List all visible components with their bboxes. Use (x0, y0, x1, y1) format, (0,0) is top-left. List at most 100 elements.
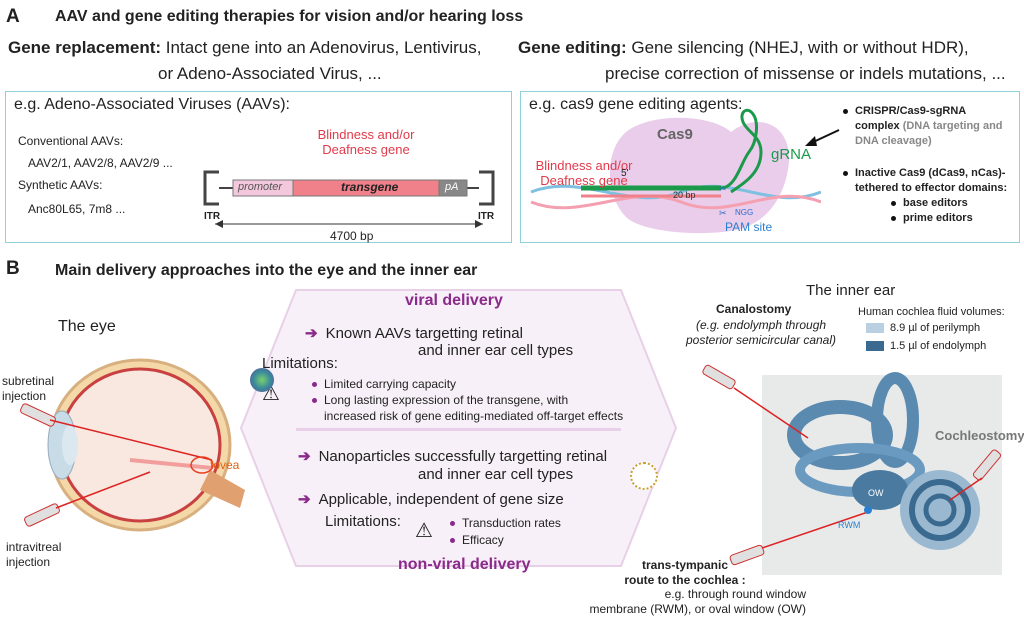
pa-block (438, 179, 468, 197)
viral-lim2: Long lasting expression of the transgene… (312, 392, 623, 408)
itr-right-label: ITR (478, 211, 495, 222)
canalostomy-needle (733, 387, 809, 439)
vestibule-shape (852, 470, 908, 510)
viral-point1b: and inner ear cell types (418, 342, 574, 359)
fluid-volumes-title: Human cochlea fluid volumes: (858, 306, 1005, 318)
cas9-label: Cas9 (657, 126, 693, 143)
trans-tympanic-line2: route to the cochlea : (624, 573, 746, 587)
gene-editing-heading: Gene editing: (518, 38, 627, 57)
viral-lim2a-text: Long lasting expression of the transgene… (324, 393, 569, 407)
canalostomy-sub1: (e.g. endolymph through (695, 318, 827, 332)
prime-editors-text: prime editors (903, 212, 973, 224)
tympanic-syringe-icon (729, 544, 765, 566)
nonviral-point2-text: Applicable, independent of gene size (318, 491, 564, 508)
base-editors-item: base editors (843, 196, 1007, 211)
trans-tympanic-label: trans-tympanic route to the cochlea : (610, 558, 760, 588)
nonviral-warning-icon: ⚠ (415, 520, 433, 542)
aav-disease-gene-line1: Blindness and/or (317, 127, 415, 142)
scissor-bottom-icon: ✂ (719, 208, 727, 218)
cochlea-middle (909, 479, 971, 541)
cochleostomy-needle (949, 477, 983, 501)
viral-limitations-label: Limitations: (262, 355, 338, 372)
cas9-disease-gene-line1: Blindness and/or (535, 158, 633, 173)
viral-lim1-text: Limited carrying capacity (324, 377, 457, 391)
viral-lim2b: increased risk of gene editing-mediated … (324, 409, 624, 423)
cochlea-inner (923, 493, 957, 527)
gene-replacement-line2: or Adeno-Associated Virus, ... (158, 64, 382, 83)
itr-left-shape (203, 170, 219, 206)
aav-box-title: e.g. Adeno-Associated Viruses (AAVs): (14, 96, 290, 113)
gene-editing-line2: precise correction of missense or indels… (605, 64, 1006, 83)
viral-delivery-title: viral delivery (405, 292, 503, 309)
inactive-line1-text: Inactive Cas9 (dCas9, nCas)- (855, 167, 1006, 179)
intravitreal-line1: intravitreal (6, 540, 62, 554)
rwm-label: RWM (838, 520, 861, 530)
conventional-aavs-list: AAV2/1, AAV2/8, AAV2/9 ... (28, 156, 173, 170)
aav-particle-icon (250, 368, 274, 392)
gene-editing-line1: Gene editing: Gene silencing (NHEJ, with… (518, 38, 969, 58)
superior-canal-shape (871, 372, 919, 468)
inner-ear-illustration (702, 364, 1002, 575)
crispr-line2b-text: (DNA targeting and (902, 120, 1003, 132)
scissor-top-icon: ✂ (719, 184, 727, 194)
viral-limitations-list: Limited carrying capacity Long lasting e… (312, 376, 623, 424)
crispr-line2-text: complex (855, 120, 900, 132)
eye-illustration (20, 358, 245, 532)
nonviral-point1-text: Nanoparticles successfully targetting re… (318, 448, 608, 465)
viral-point1-text: Known AAVs targetting retinal (325, 325, 523, 342)
nonviral-point1b: and inner ear cell types (418, 466, 574, 483)
transgene-label: transgene (341, 180, 399, 194)
gene-replacement-line1: Gene replacement: Intact gene into an Ad… (8, 38, 481, 58)
panel-a-title: AAV and gene editing therapies for visio… (55, 8, 524, 25)
nonviral-lim1: Transduction rates (450, 515, 561, 532)
cas9-disease-gene: Blindness and/or Deafness gene (529, 158, 639, 188)
nonviral-lim2-text: Efficacy (462, 533, 504, 547)
cornea-shape (62, 425, 78, 465)
aav-genome-diagram (203, 170, 495, 228)
aav-size-label: 4700 bp (330, 229, 374, 243)
grna-label: gRNA (771, 146, 812, 163)
cas9-diagram: ✂ ✂ (530, 108, 821, 234)
synthetic-aavs-label: Synthetic AAVs: (18, 178, 103, 192)
five-prime-label: 5' (621, 168, 629, 179)
panel-b-letter: B (6, 258, 20, 279)
panel-b-title: Main delivery approaches into the eye an… (55, 262, 478, 279)
lateral-canal-shape (787, 400, 893, 470)
itr-left-label: ITR (204, 211, 221, 222)
panel-a-letter: A (6, 6, 20, 27)
subretinal-line2: injection (2, 389, 47, 403)
endolymph-text: 1.5 µl of endolymph (890, 340, 987, 352)
crispr-line1: CRISPR/Cas9-sgRNA (843, 104, 1003, 119)
aav-disease-gene-line2: Deafness gene (322, 142, 410, 157)
subretinal-label: subretinal injection (2, 374, 54, 404)
crispr-line1-text: CRISPR/Cas9-sgRNA (855, 105, 967, 117)
inner-ear-title: The inner ear (806, 282, 896, 299)
cas9-box-title: e.g. cas9 gene editing agents: (529, 96, 743, 113)
retina-shape (58, 367, 222, 523)
nonviral-lim1-text: Transduction rates (462, 516, 561, 530)
trans-tympanic-line3: e.g. through round window (664, 587, 806, 601)
bp-label: 20 bp (673, 190, 696, 200)
subretinal-line1: subretinal (2, 374, 55, 388)
gene-replacement-heading: Gene replacement: (8, 38, 162, 57)
subretinal-needle (49, 419, 213, 461)
nonviral-lim2: Efficacy (450, 532, 561, 549)
viral-lim1: Limited carrying capacity (312, 376, 623, 392)
canalostomy-syringe-icon (702, 364, 736, 390)
trans-tympanic-detail: e.g. through round window membrane (RWM)… (576, 587, 806, 617)
crispr-line2: complex (DNA targeting and (843, 119, 1003, 134)
fovea-label: fovea (210, 458, 240, 472)
ngg-label: NGG (735, 208, 754, 217)
promoter-label: promoter (238, 181, 283, 193)
perilymph-legend: 8.9 µl of perilymph (866, 322, 980, 334)
dna-strand-bottom (530, 194, 821, 210)
canalostomy-label: Canalostomy (716, 302, 792, 316)
nonviral-point1: ➔Nanoparticles successfully targetting r… (298, 448, 608, 465)
cas9-box: e.g. cas9 gene editing agents: ✂ ✂ Cas9 … (520, 91, 1020, 243)
trans-tympanic-line4: membrane (RWM), or oval window (OW) (589, 602, 806, 616)
nonviral-limitations-label: Limitations: (325, 513, 401, 530)
optic-nerve-shape (200, 470, 245, 508)
eye-title: The eye (58, 318, 116, 335)
gene-editing-text1: Gene silencing (NHEJ, with or without HD… (631, 38, 969, 57)
aav-disease-gene: Blindness and/or Deafness gene (306, 127, 426, 157)
